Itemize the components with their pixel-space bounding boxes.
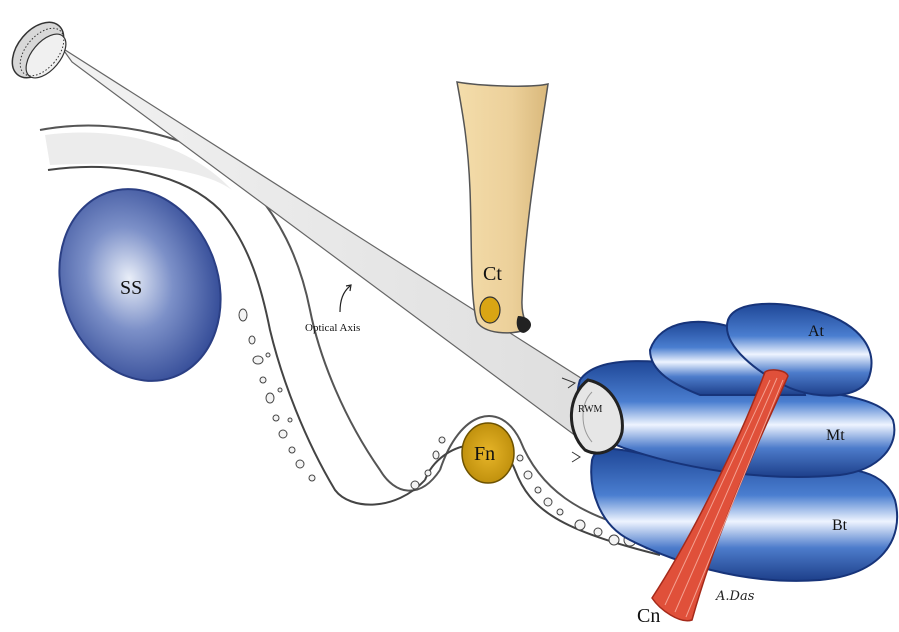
chorda-tympani xyxy=(457,82,548,333)
artist-signature: A.Das xyxy=(715,589,755,604)
cn-label: Cn xyxy=(637,605,660,627)
optical-axis-label: Optical Axis xyxy=(305,322,360,334)
rwm-label: RWM xyxy=(578,404,603,415)
fn-label: Fn xyxy=(474,443,495,465)
at-label: At xyxy=(808,323,825,340)
bt-label: Bt xyxy=(832,517,848,534)
ss-label: SS xyxy=(120,277,142,299)
beam-bottom-arrowhead xyxy=(572,452,580,462)
endoscope-lens xyxy=(2,13,74,88)
mt-label: Mt xyxy=(826,427,845,444)
ct-label: Ct xyxy=(483,263,502,285)
optical-axis-arrow xyxy=(340,286,350,312)
